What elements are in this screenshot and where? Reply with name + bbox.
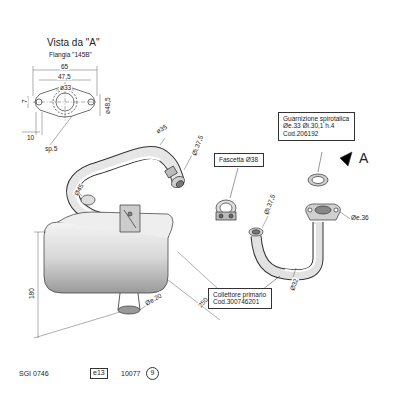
dimension-label: Øi.37,5 (262, 192, 277, 216)
dimension-label: 180 (28, 287, 35, 300)
circled-number: 9 (146, 367, 159, 380)
callout-text: Øe.33 Øi.30,1 h.4 (283, 122, 350, 129)
callout-box: Fascetta Ø38 (214, 153, 264, 167)
callout-text: Cod.206192 (283, 130, 350, 137)
dimension-label: 10 (26, 134, 35, 141)
callout-text: Guarnizione spirotalica (283, 115, 350, 122)
dimension-label: 7 (21, 98, 28, 104)
callout-text: 9 (150, 369, 155, 377)
callout-text: Collettore primario (213, 291, 267, 298)
callout-text: Fascetta Ø38 (219, 156, 259, 163)
callout-text: Cod.300746201 (213, 298, 267, 305)
dimension-label: sp.5 (44, 145, 58, 152)
dimension-label: Øe.20 (143, 291, 164, 307)
callout-box: Guarnizione spirotalicaØe.33 Øi.30,1 h.4… (278, 112, 355, 141)
view-letter: A (358, 151, 369, 166)
callout-text: e13 (93, 369, 105, 377)
dimension-label: 47,5 (57, 73, 72, 80)
dimension-label: 10077 (120, 370, 141, 378)
dimension-label: Flangia "145B" (48, 51, 93, 58)
callout-box: Collettore primarioCod.300746201 (208, 288, 272, 309)
dimension-label: 65 (60, 63, 69, 70)
dimension-label: ø33 (59, 84, 72, 91)
dimension-label: ø35 (154, 122, 169, 135)
dimension-label: SGI 0746 (18, 370, 50, 378)
dimension-label: Øe.36 (350, 214, 370, 221)
dimension-label: Øi.37,5 (190, 133, 205, 157)
approval-box: e13 (90, 368, 108, 379)
view-title: Vista da "A" (46, 37, 101, 48)
dimension-label: ø48,5 (104, 96, 111, 115)
